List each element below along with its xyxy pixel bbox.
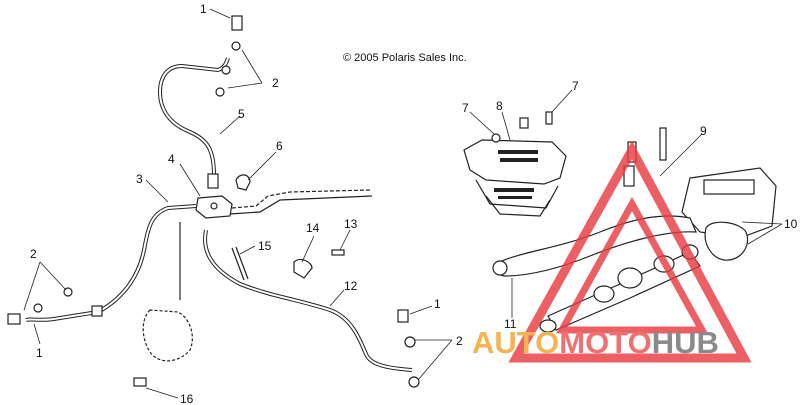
callout-1-top: 1 [200,2,207,16]
callout-1-left: 1 [36,346,43,360]
watermark-logo [508,140,752,363]
caliper-outline [142,309,193,362]
watermark-triangle-outer [508,140,752,363]
screw-7-a [519,117,529,129]
callout-2-right: 2 [456,334,463,348]
screw-13 [331,249,345,256]
bolt-16 [133,377,147,387]
junction-block-4 [195,195,233,219]
callout-9: 9 [700,124,707,138]
callout-2-left: 2 [30,247,37,261]
bracket-14 [293,258,313,279]
callout-5: 5 [238,107,245,121]
banjo-bolt-top [231,15,243,31]
callout-7-left: 7 [462,101,469,115]
callout-15: 15 [258,239,272,253]
watermark-text: AUTOMOTOHUB [472,325,719,360]
callout-13: 13 [344,217,358,231]
callout-2-top: 2 [272,76,279,90]
callout-12: 12 [344,279,358,293]
callout-8: 8 [496,99,503,113]
callout-4: 4 [168,152,175,166]
callout-7-right: 7 [572,79,579,93]
callout-labels: 1 2 3 4 5 6 2 1 7 8 7 9 10 11 13 14 15 1… [30,2,798,405]
leader-lines [23,8,453,399]
clamp-10 [704,221,749,261]
line-12 [203,229,413,372]
callout-10: 10 [784,217,798,231]
callout-11: 11 [504,317,517,331]
master-cylinder-body-9 [681,167,777,239]
callout-14: 14 [306,221,320,235]
callout-1-right: 1 [434,297,441,311]
callout-16: 16 [180,392,194,405]
watermark-triangle-inner [556,196,708,334]
leader-lines-right [469,89,783,318]
callout-3: 3 [136,172,143,186]
clip-6 [235,174,251,191]
brake-line-assembly [7,15,420,388]
copyright-text: © 2005 Polaris Sales Inc. [343,52,467,64]
callout-6: 6 [276,139,283,153]
